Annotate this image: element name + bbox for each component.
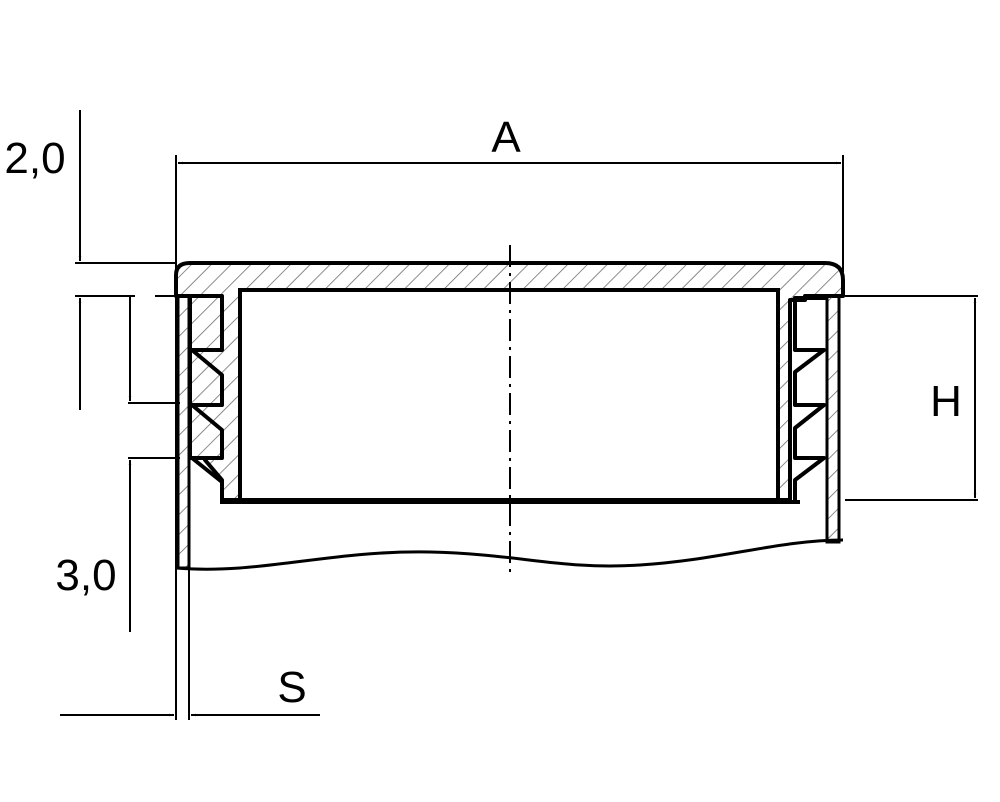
dimension-s: [60, 568, 320, 720]
label-top-thickness: 2,0: [4, 134, 65, 183]
label-rib-pitch: 3,0: [55, 551, 116, 600]
dimension-a: [175, 155, 844, 720]
dimension-rib-pitch: [128, 295, 180, 632]
label-s: S: [277, 663, 306, 712]
dimension-top-thickness: [75, 110, 176, 410]
label-a: A: [491, 113, 521, 162]
tube: [175, 294, 844, 571]
label-h: H: [930, 377, 962, 426]
dimension-h: [845, 295, 978, 501]
